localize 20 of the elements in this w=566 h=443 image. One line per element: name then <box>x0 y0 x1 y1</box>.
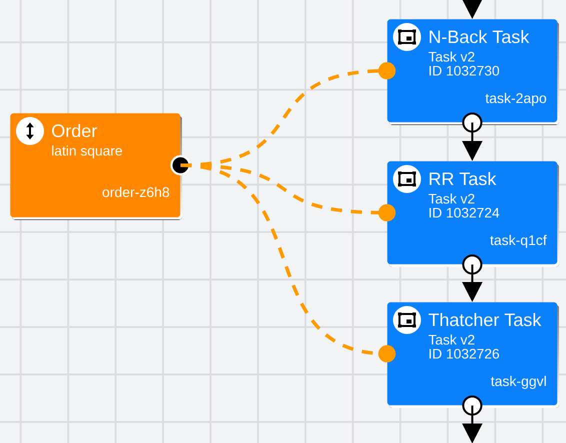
node-id: task-ggvl <box>490 376 546 389</box>
node-detail: Task v2 <box>428 52 474 62</box>
node-id: task-q1cf <box>490 234 547 248</box>
connector-line <box>180 164 396 362</box>
node-detail: ID 1032724 <box>430 208 500 218</box>
node-title: Order <box>52 124 97 138</box>
node-detail: latin square <box>52 146 122 158</box>
node-id: order-z6h8 <box>102 186 170 198</box>
process-box <box>10 113 182 220</box>
node-title: N-Back Task <box>430 30 530 44</box>
node-detail: ID 1032730 <box>430 66 500 76</box>
process-box <box>387 161 559 267</box>
node-id: task-2apo <box>485 92 546 106</box>
node-detail: ID 1032726 <box>430 348 499 359</box>
node-detail: Task v2 <box>428 194 474 204</box>
process-box <box>387 19 559 125</box>
node-title: Thatcher Task <box>428 312 542 326</box>
node-detail: Task v2 <box>428 334 474 345</box>
process-box <box>387 302 559 408</box>
node-title: RR Task <box>430 172 496 186</box>
